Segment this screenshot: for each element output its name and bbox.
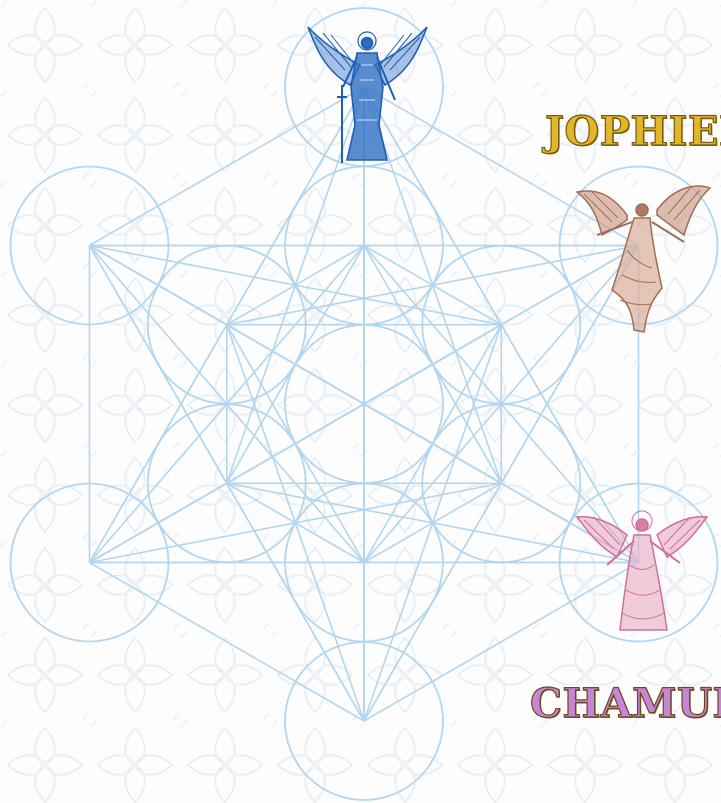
cube-lines <box>89 87 638 721</box>
cube-line <box>89 563 364 722</box>
angel-blue-icon <box>305 25 430 165</box>
chamuel-label: CHAMUEL <box>530 684 721 724</box>
jophiel-label: JOPHIEL <box>545 112 721 152</box>
angel-brown-icon <box>572 180 712 335</box>
angel-pink-icon <box>572 505 712 645</box>
